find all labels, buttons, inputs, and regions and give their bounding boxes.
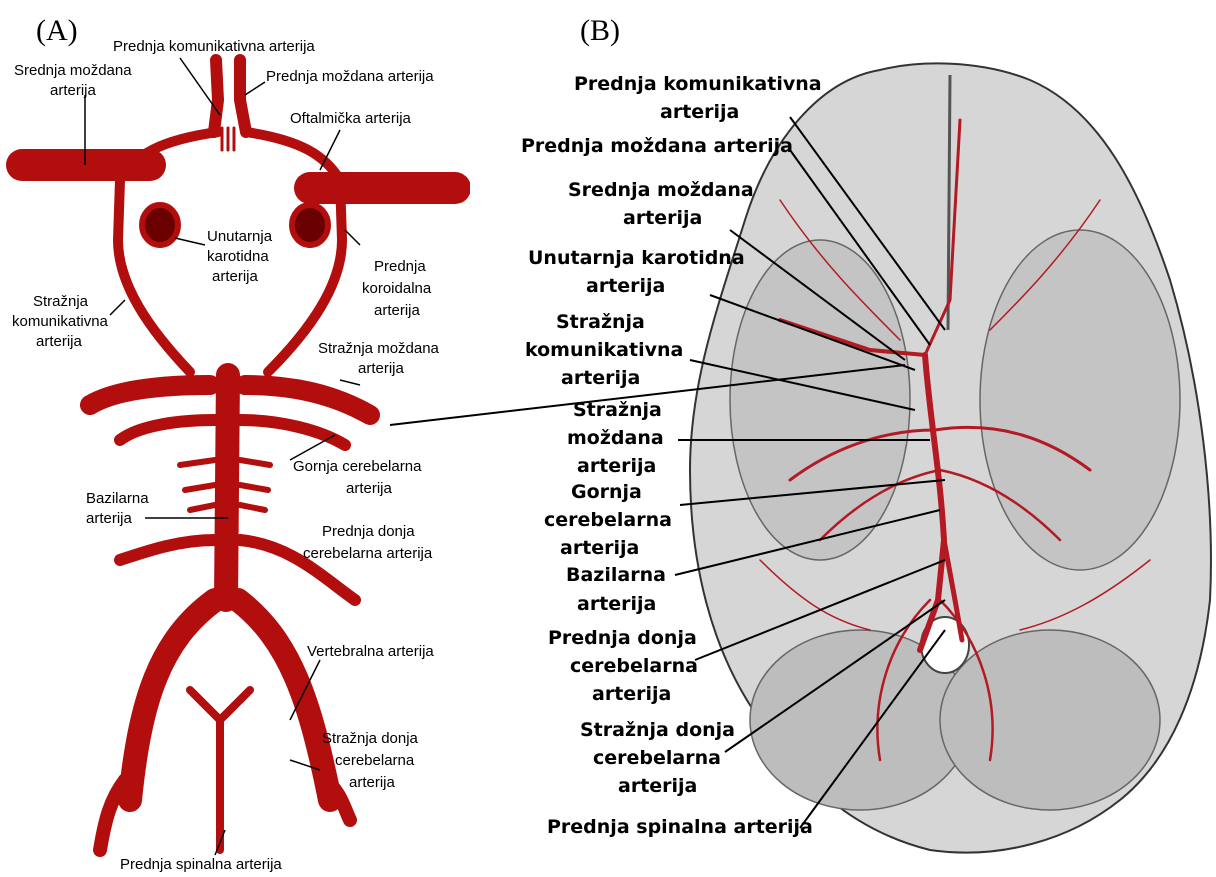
b-label-gornja-cerebelarna-1: Gornja <box>571 480 642 504</box>
b-label-unutarnja-1: Unutarnja karotidna <box>528 246 745 270</box>
b-label-unutarnja-2: arterija <box>586 274 665 298</box>
b-label-bazilarna-2: arterija <box>577 592 656 616</box>
b-label-prednja-komunikativna-1: Prednja komunikativna <box>574 72 822 96</box>
b-label-gornja-cerebelarna-2: cerebelarna <box>544 508 672 532</box>
b-label-straznja-komunikativna-1: Stražnja <box>556 310 645 334</box>
b-label-straznja-komunikativna-3: arterija <box>561 366 640 390</box>
b-label-prednja-spinalna: Prednja spinalna arterija <box>547 815 813 839</box>
b-label-straznja-mozdana-2: moždana <box>567 426 664 450</box>
b-label-srednja-mozdana-2: arterija <box>623 206 702 230</box>
b-label-straznja-donja-3: arterija <box>618 774 697 798</box>
b-label-prednja-komunikativna-2: arterija <box>660 100 739 124</box>
b-label-gornja-cerebelarna-3: arterija <box>560 536 639 560</box>
b-label-straznja-mozdana-1: Stražnja <box>573 398 662 422</box>
b-label-prednja-donja-2: cerebelarna <box>570 654 698 678</box>
b-label-prednja-donja-1: Prednja donja <box>548 626 697 650</box>
b-label-prednja-mozdana: Prednja moždana arterija <box>521 134 793 158</box>
b-label-prednja-donja-3: arterija <box>592 682 671 706</box>
b-label-straznja-donja-1: Stražnja donja <box>580 718 735 742</box>
b-label-straznja-mozdana-3: arterija <box>577 454 656 478</box>
b-label-straznja-komunikativna-2: komunikativna <box>525 338 683 362</box>
b-label-srednja-mozdana-1: Srednja moždana <box>568 178 754 202</box>
b-label-straznja-donja-2: cerebelarna <box>593 746 721 770</box>
b-label-bazilarna-1: Bazilarna <box>566 563 666 587</box>
